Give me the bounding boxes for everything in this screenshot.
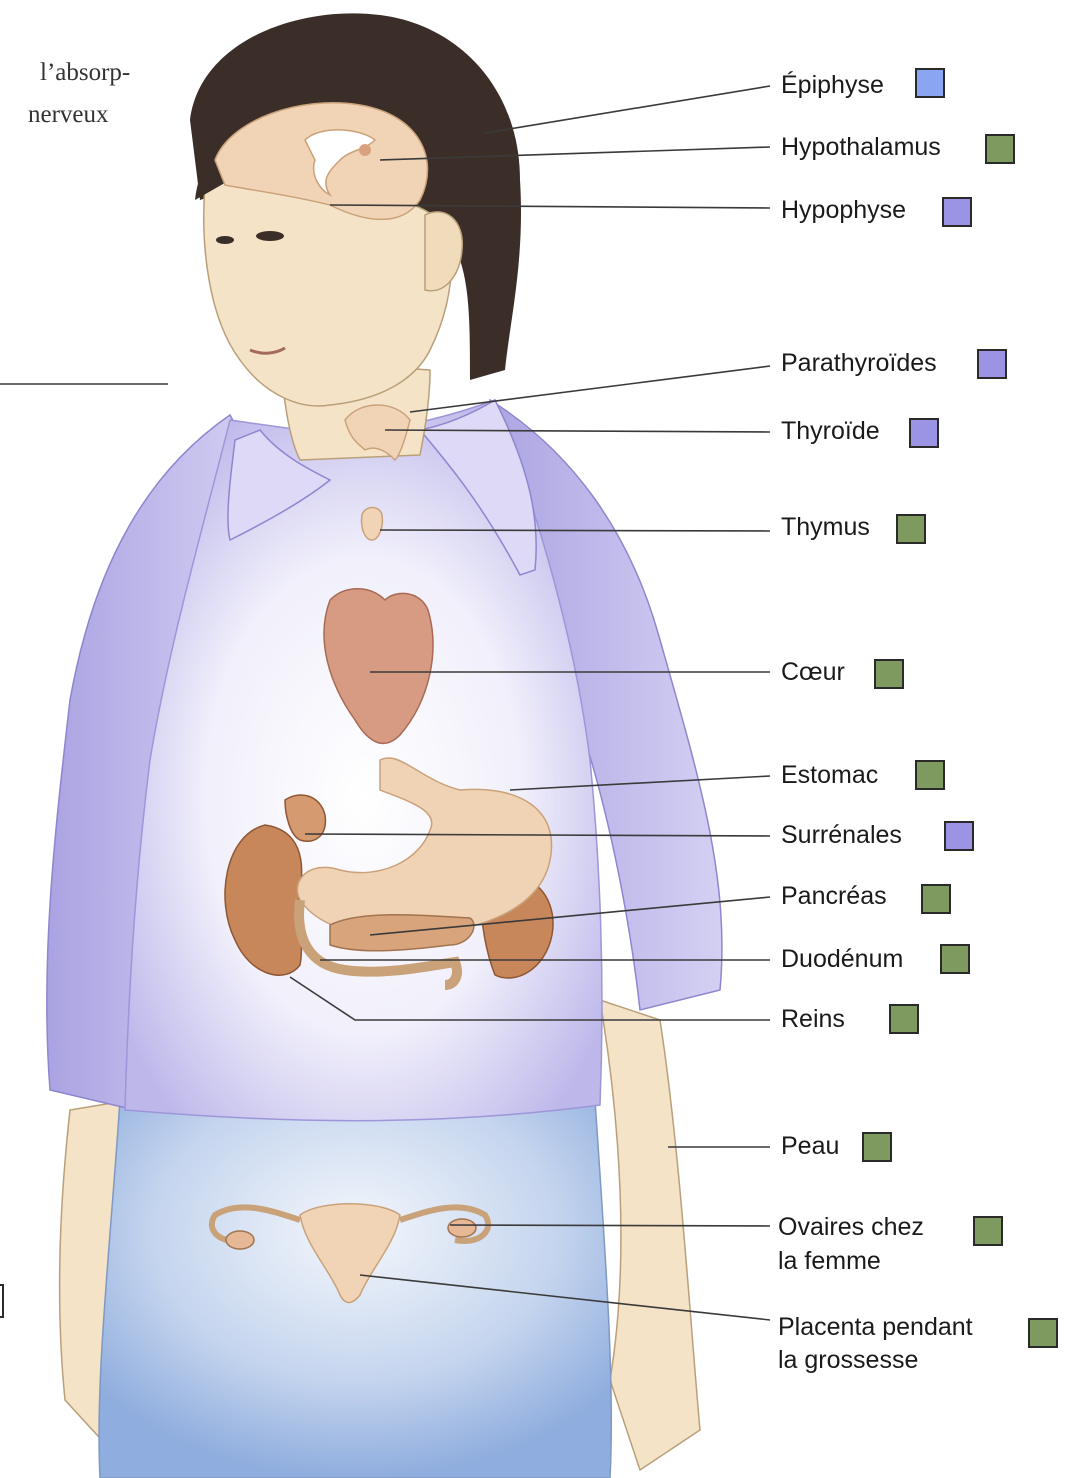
label-reins: Reins — [781, 1004, 845, 1035]
swatch-peau — [862, 1132, 892, 1162]
label-hypophyse: Hypophyse — [781, 195, 906, 226]
eye — [216, 236, 234, 244]
ear — [425, 212, 462, 291]
label-surrenales: Surrénales — [781, 820, 902, 851]
label-duodenum: Duodénum — [781, 944, 903, 975]
label-pancreas: Pancréas — [781, 881, 887, 912]
right-arm — [600, 1000, 700, 1470]
swatch-reins — [889, 1004, 919, 1034]
swatch-parathyroides — [977, 349, 1007, 379]
swatch-coeur — [874, 659, 904, 689]
swatch-ovaires — [973, 1216, 1003, 1246]
label-parathyroides: Parathyroïdes — [781, 348, 937, 379]
label-thyroide: Thyroïde — [781, 416, 880, 447]
swatch-duodenum — [940, 944, 970, 974]
swatch-hypothalamus — [985, 134, 1015, 164]
ovary — [448, 1219, 476, 1237]
text-fragment-line2: nerveux — [28, 100, 109, 130]
label-estomac: Estomac — [781, 760, 878, 791]
label-thymus: Thymus — [781, 512, 870, 543]
label-placenta-line1: Placenta pendant — [778, 1312, 973, 1343]
label-peau: Peau — [781, 1131, 839, 1162]
thymus — [362, 508, 383, 541]
swatch-hypophyse — [942, 197, 972, 227]
swatch-surrenales — [944, 821, 974, 851]
swatch-epiphyse — [915, 68, 945, 98]
label-ovaires-line1: Ovaires chez — [778, 1212, 924, 1243]
label-epiphyse: Épiphyse — [781, 70, 884, 101]
label-hypothalamus: Hypothalamus — [781, 132, 941, 163]
swatch-thyroide — [909, 418, 939, 448]
eye — [256, 231, 284, 241]
partial-swatch — [0, 1284, 4, 1318]
ovary — [226, 1231, 254, 1249]
swatch-placenta — [1028, 1318, 1058, 1348]
pineal-gland — [359, 144, 371, 156]
text-fragment-line1: l’absorp- — [40, 58, 130, 88]
swatch-pancreas — [921, 884, 951, 914]
label-coeur: Cœur — [781, 657, 845, 688]
swatch-estomac — [915, 760, 945, 790]
label-ovaires-line2: la femme — [778, 1246, 881, 1277]
label-placenta-line2: la grossesse — [778, 1345, 918, 1376]
swatch-thymus — [896, 514, 926, 544]
